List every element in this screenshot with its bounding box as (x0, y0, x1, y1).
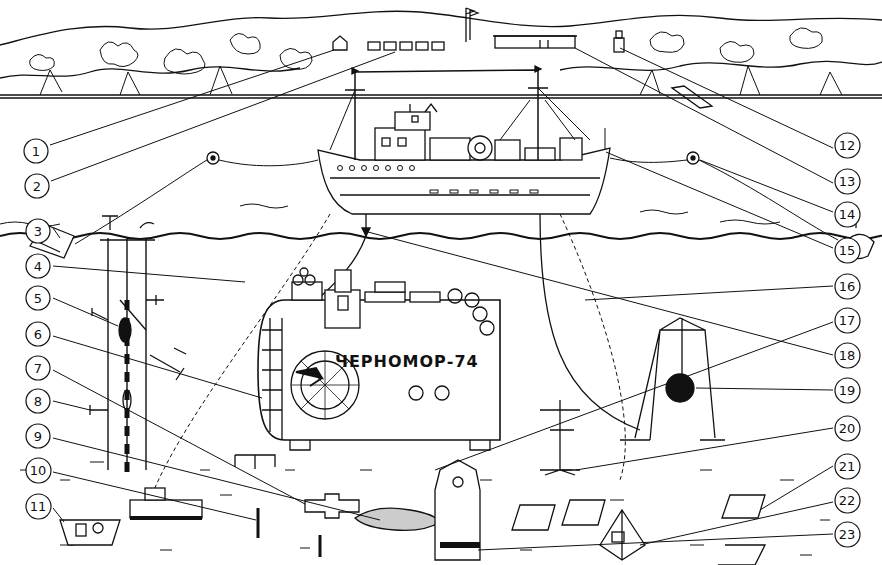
callout-circle: 12 (834, 132, 861, 159)
callout-circle: 7 (25, 355, 51, 381)
callout-number: 22 (839, 494, 856, 507)
callout-circle: 18 (834, 342, 861, 369)
callout-circle: 22 (834, 487, 861, 514)
callout-circle: 1 (23, 138, 49, 164)
callout-number: 5 (34, 292, 42, 305)
callout-circle: 10 (25, 457, 52, 484)
callout-number: 11 (30, 500, 47, 513)
callout-number: 2 (33, 180, 41, 193)
callout-circle: 13 (834, 168, 861, 195)
callout-number: 21 (839, 460, 856, 473)
callout-number: 7 (34, 362, 42, 375)
callout-number: 10 (30, 464, 47, 477)
callout-number: 18 (839, 349, 856, 362)
callout-circle: 14 (834, 201, 861, 228)
callout-circle: 15 (834, 237, 861, 264)
callout-circle: 23 (834, 521, 861, 548)
callout-number: 12 (839, 139, 856, 152)
habitat-name: ЧЕРНОМОР-74 (335, 352, 479, 371)
callout-number: 23 (839, 528, 856, 541)
callout-number: 17 (839, 314, 856, 327)
callout-circle: 8 (25, 388, 51, 414)
callout-number: 14 (839, 208, 856, 221)
callout-number: 4 (34, 260, 42, 273)
callout-number: 3 (34, 225, 42, 238)
callout-circle: 21 (834, 453, 861, 480)
callout-number: 8 (34, 395, 42, 408)
callout-number: 19 (839, 384, 856, 397)
callout-number: 6 (34, 328, 42, 341)
callout-circle: 16 (834, 273, 861, 300)
callout-circle: 3 (25, 218, 51, 244)
callout-circle: 11 (25, 493, 52, 520)
callout-number: 16 (839, 280, 856, 293)
callout-circle: 19 (834, 377, 861, 404)
callout-circle: 17 (834, 307, 861, 334)
callout-number: 1 (32, 145, 40, 158)
callout-number: 20 (839, 422, 856, 435)
callout-circle: 2 (24, 173, 50, 199)
callout-circle: 20 (834, 415, 861, 442)
callout-number: 15 (839, 244, 856, 257)
callout-circle: 4 (25, 253, 51, 279)
callout-circle: 5 (25, 285, 51, 311)
callout-number: 9 (34, 430, 42, 443)
callout-number: 13 (839, 175, 856, 188)
callout-circle: 6 (25, 321, 51, 347)
callout-circle: 9 (25, 423, 51, 449)
